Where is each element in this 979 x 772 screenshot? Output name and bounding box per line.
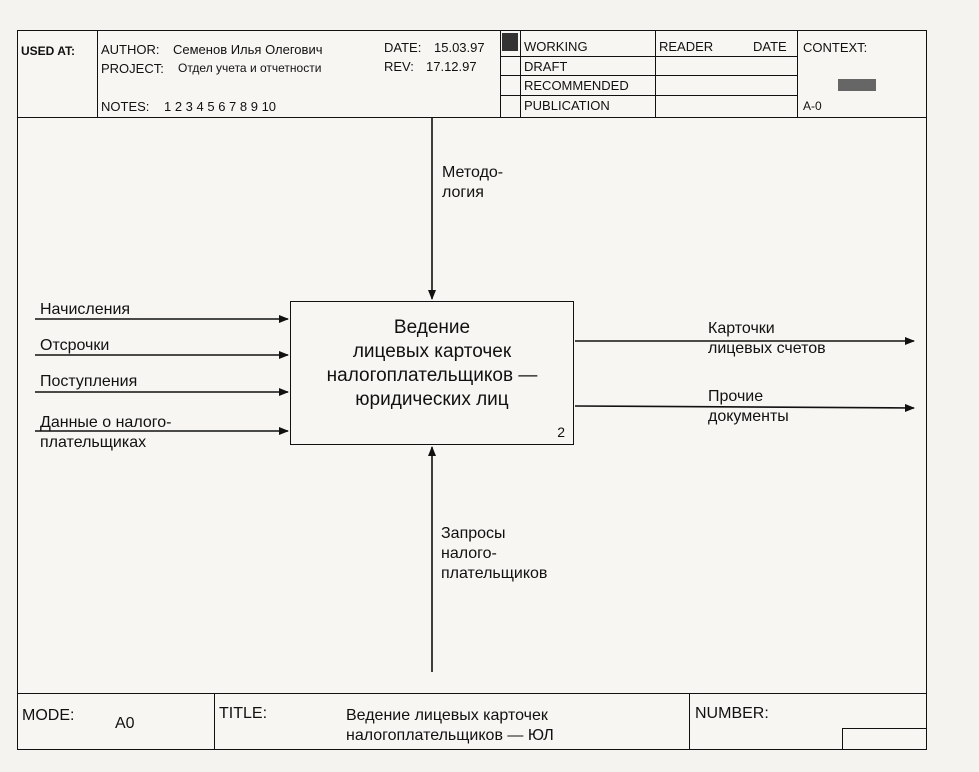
reader-label: READER [659, 39, 714, 54]
output-label-2: Прочие документы [708, 387, 789, 427]
number-page-box [842, 728, 927, 750]
status-row-line-3 [500, 95, 797, 96]
input-label-2: Отсрочки [40, 336, 109, 356]
output-label-1-line-2: лицевых счетов [708, 340, 826, 357]
header-divider-status-box [520, 30, 521, 117]
number-label: NUMBER: [695, 705, 769, 722]
notes-value: 1 2 3 4 5 6 7 8 9 10 [164, 99, 277, 114]
status-publication: PUBLICATION [524, 98, 610, 113]
notes-label: NOTES: [101, 99, 150, 114]
author-label: AUTHOR: [101, 42, 160, 57]
header-divider-status [500, 30, 501, 117]
control-label-line-2: логия [442, 184, 484, 201]
activity-box: Ведение лицевых карточек налогоплательщи… [290, 301, 574, 445]
activity-title-line-3: налогоплательщиков — [326, 365, 538, 386]
control-label-line-1: Методо- [442, 164, 504, 181]
project-label: PROJECT: [101, 61, 164, 76]
output-label-1-line-1: Карточки [708, 320, 775, 337]
reader-date-label: DATE [753, 39, 787, 54]
status-draft: DRAFT [524, 59, 568, 74]
control-label: Методо- логия [442, 163, 503, 203]
date-label: DATE: [384, 40, 422, 55]
footer-title: Ведение лицевых карточек налогоплательщи… [346, 706, 554, 746]
input-label-3-line-1: Поступления [40, 373, 138, 390]
activity-title-line-4: юридических лиц [355, 389, 509, 410]
context-node: A-0 [803, 99, 822, 113]
header-divider-reader [655, 30, 656, 117]
project-value: Отдел учета и отчетности [178, 61, 322, 75]
output-label-1: Карточки лицевых счетов [708, 319, 826, 359]
working-marker [502, 33, 518, 51]
author-value: Семенов Илья Олегович [173, 42, 323, 57]
activity-number: 2 [557, 424, 565, 440]
mechanism-label-line-1: Запросы [441, 525, 506, 542]
used-at-label: USED AT: [21, 44, 75, 58]
input-label-4-line-2: плательщиках [40, 434, 147, 451]
input-label-4-line-1: Данные о налого- [40, 414, 172, 431]
output-label-2-line-2: документы [708, 408, 789, 425]
context-label: CONTEXT: [803, 40, 868, 55]
date-value: 15.03.97 [434, 40, 485, 55]
rev-label: REV: [384, 59, 414, 74]
footer-title-line-2: налогоплательщиков — ЮЛ [346, 727, 554, 744]
header-divider-context [797, 30, 798, 117]
title-label: TITLE: [219, 705, 268, 722]
mode-value: A0 [115, 715, 135, 732]
input-label-1: Начисления [40, 300, 130, 320]
activity-title-line-1: Ведение [393, 317, 471, 338]
output-label-2-line-1: Прочие [708, 388, 764, 405]
status-working: WORKING [524, 39, 588, 54]
footer-divider-title [689, 693, 690, 750]
footer-divider-mode [214, 693, 215, 750]
input-label-3: Поступления [40, 372, 137, 392]
activity-title-line-2: лицевых карточек [352, 341, 512, 362]
rev-value: 17.12.97 [426, 59, 477, 74]
input-label-2-line-1: Отсрочки [40, 337, 110, 354]
status-recommended: RECOMMENDED [524, 78, 629, 93]
output-arrow-2 [574, 403, 915, 412]
mode-label: MODE: [22, 707, 75, 724]
mechanism-label: Запросы налого- плательщиков [441, 524, 547, 584]
input-label-1-line-1: Начисления [40, 301, 131, 318]
context-thumbnail [838, 79, 876, 91]
input-label-4: Данные о налого- плательщиках [40, 413, 171, 453]
activity-title: Ведение лицевых карточек налогоплательщи… [291, 316, 573, 412]
mechanism-label-line-3: плательщиков [441, 565, 548, 582]
footer-top-line [17, 693, 927, 694]
footer-title-line-1: Ведение лицевых карточек [346, 707, 548, 724]
header-bottom-line [17, 117, 927, 118]
status-row-line-2 [500, 75, 797, 76]
header-divider-used-at [97, 30, 98, 117]
status-row-line-1 [500, 56, 797, 57]
mechanism-label-line-2: налого- [441, 545, 497, 562]
